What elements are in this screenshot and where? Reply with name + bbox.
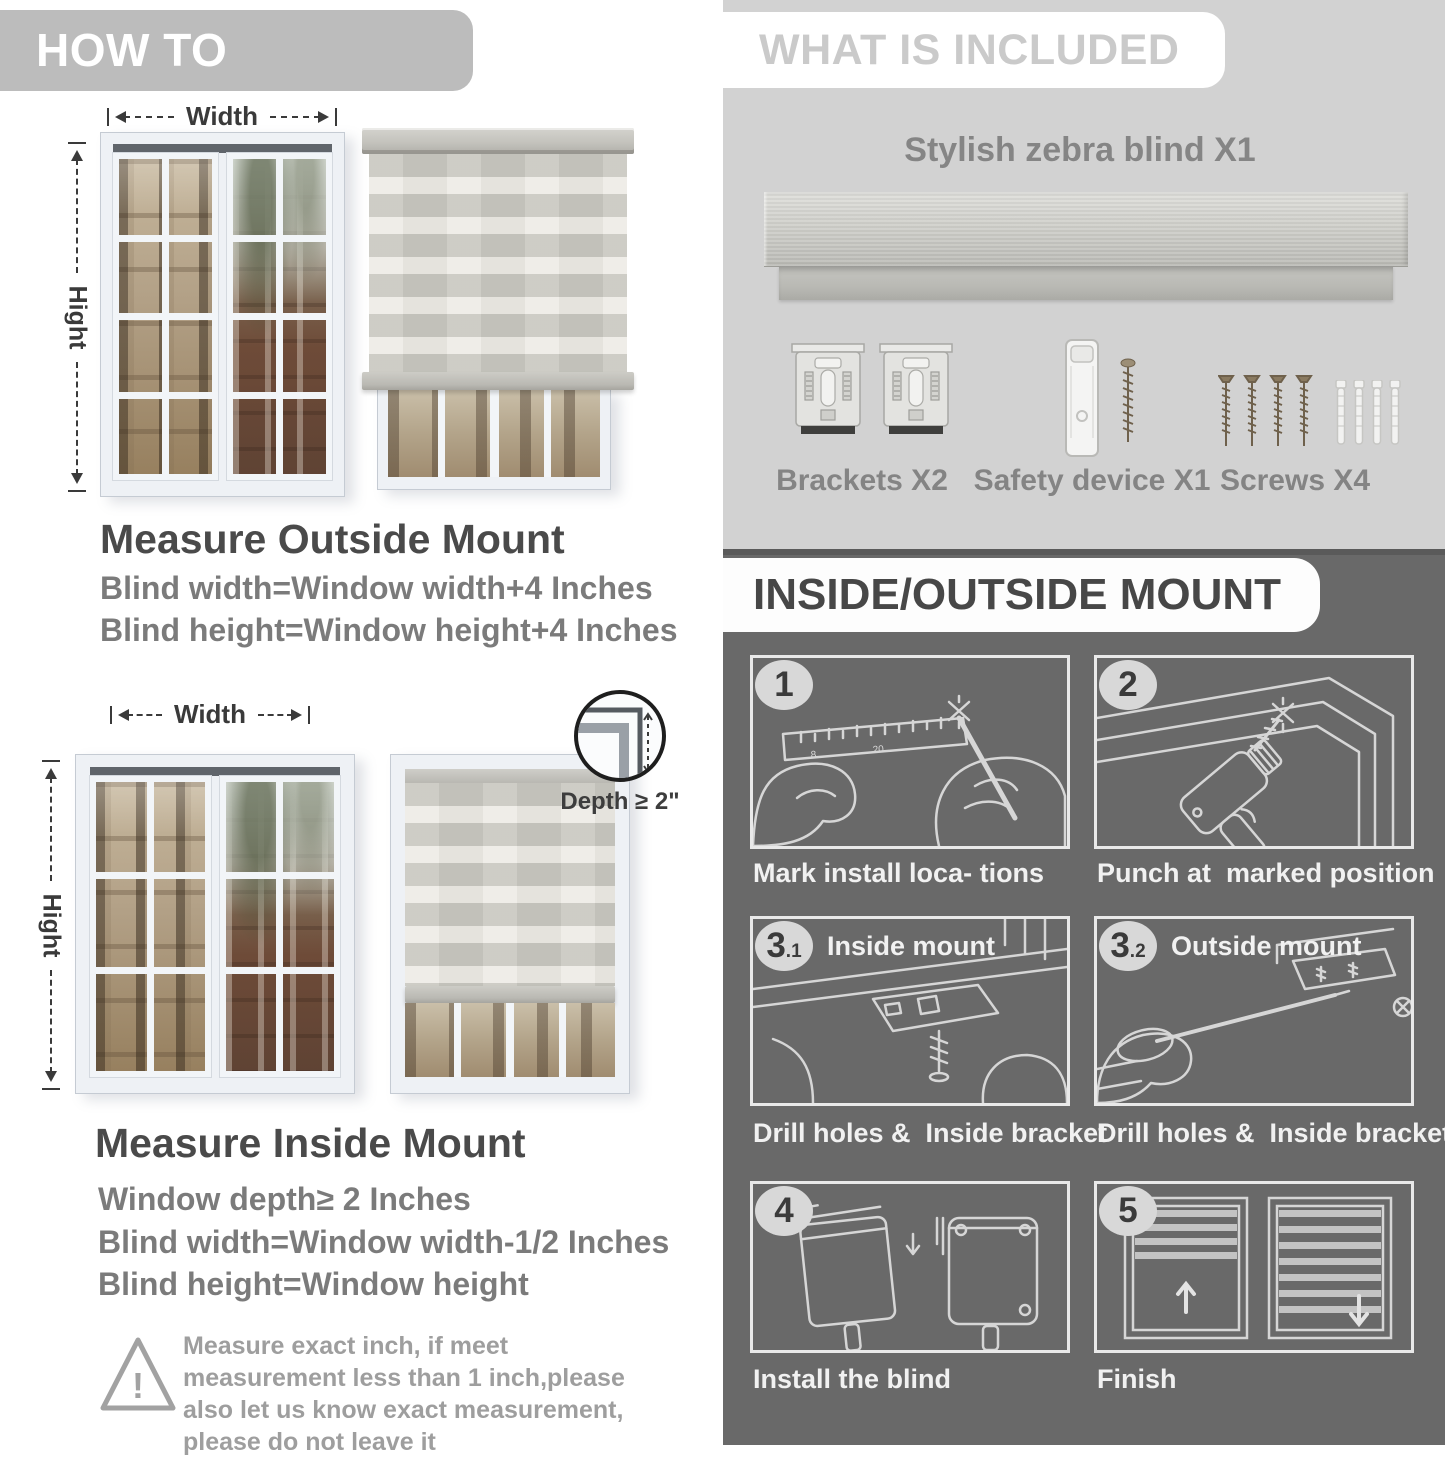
inside-formula-height: Blind height=Window height: [98, 1266, 529, 1302]
step-panel-2: 2: [1094, 655, 1414, 849]
how-to-measure-header: HOW TO MEASURE: [0, 10, 473, 157]
window-top-strip: [113, 144, 332, 153]
svg-text:!: !: [132, 1365, 144, 1406]
what-is-included-header: WHAT IS INCLUDED: [723, 12, 1225, 88]
width-arrow: Width: [107, 101, 337, 131]
blind-bottom-rail: [405, 986, 615, 1003]
safety-device-icon: [1065, 339, 1099, 457]
blind-headrail: [362, 128, 634, 154]
blind-fabric: [405, 783, 615, 986]
depth-magnifier: [574, 690, 666, 782]
step-caption-1: Mark install loca- tions: [753, 858, 1045, 888]
inside-formula-width: Blind width=Window width-1/2 Inches: [98, 1224, 670, 1260]
step-number-badge: 4: [755, 1186, 813, 1236]
window-photo: [75, 754, 355, 1094]
svg-text:8: 8: [810, 750, 817, 761]
step-panel-5: 5: [1094, 1181, 1414, 1353]
window-inside-mount: [390, 754, 630, 1094]
step-caption-3-1: Drill holes & Inside bracket: [753, 1118, 1108, 1148]
screws-icon: [1218, 375, 1313, 446]
outside-mount-panel-title: Outside mount: [1171, 931, 1362, 961]
zebra-blind-headrail-image: [764, 192, 1408, 266]
step-caption-4: Install the blind: [753, 1364, 952, 1394]
step-number-badge: 3.2: [1099, 921, 1157, 971]
step-panel-3-2: 3.2 Outside mount: [1094, 916, 1414, 1106]
step-number-badge: 1: [755, 660, 813, 710]
blind-cassette: [405, 769, 615, 783]
window-casement-right: [218, 775, 341, 1078]
depth-label: Depth ≥ 2": [560, 788, 680, 815]
screws-label: Screws X4: [1219, 464, 1371, 497]
drill-illustration: [1097, 676, 1395, 846]
window-casement-left: [89, 775, 212, 1078]
height-arrow: Hight: [38, 760, 66, 1090]
step-number-badge: 3.1: [755, 921, 813, 971]
step-number-badge: 5: [1099, 1186, 1157, 1236]
step-caption-2: Punch at marked position: [1097, 858, 1435, 888]
svg-text:20: 20: [872, 744, 884, 756]
zebra-blind-rail-strip: [779, 266, 1393, 300]
step-caption-3-2: Drill holes & Inside bracket: [1097, 1118, 1445, 1148]
height-arrow: Hight: [64, 142, 92, 492]
inside-mount-illustration: [753, 919, 1067, 1103]
outside-formula-height: Blind height=Window height+4 Inches: [100, 612, 678, 648]
window-casement-left: [112, 152, 219, 481]
warning-triangle-icon: !: [100, 1337, 176, 1411]
window-glass: [405, 1003, 615, 1077]
inside-mount-panel-title: Inside mount: [827, 931, 995, 961]
width-label: Width: [174, 698, 246, 729]
blind-fabric: [369, 154, 627, 372]
width-arrow: Width: [110, 699, 310, 729]
step-panel-4: 4: [750, 1181, 1070, 1353]
window-photo: [100, 132, 345, 497]
warning-text: Measure exact inch, if meet measurement …: [183, 1332, 625, 1456]
step-panel-1: 8 20 1: [750, 655, 1070, 849]
finish-illustration: [1123, 1196, 1393, 1340]
inside-formula-depth: Window depth≥ 2 Inches: [98, 1181, 471, 1217]
outside-mount-title: Measure Outside Mount: [100, 516, 565, 562]
screw-icon: [1120, 358, 1136, 442]
step-caption-5: Finish: [1097, 1364, 1177, 1394]
height-label: Hight: [63, 285, 92, 349]
brackets-label: Brackets X2: [776, 464, 948, 497]
bracket-icon: [791, 343, 865, 434]
inside-outside-mount-header: INSIDE/OUTSIDE MOUNT: [723, 558, 1320, 632]
anchors-icon: [1335, 380, 1401, 445]
window-casement-right: [226, 152, 333, 481]
width-label: Width: [186, 100, 258, 131]
inside-mount-title: Measure Inside Mount: [95, 1120, 526, 1166]
mark-locations-illustration: 8 20: [753, 694, 1067, 846]
outside-mount-illustration: [1097, 927, 1411, 1103]
safety-device-label: Safety device X1: [973, 464, 1211, 497]
bracket-icon: [879, 343, 953, 434]
blind-title: Stylish zebra blind X1: [904, 131, 1256, 169]
window-under-blind: [377, 389, 611, 490]
step-panel-3-1: 3.1 Inside mount: [750, 916, 1070, 1106]
blind-bottom-rail: [362, 372, 634, 390]
height-label: Hight: [37, 893, 66, 957]
step-number-badge: 2: [1099, 660, 1157, 710]
outside-formula-width: Blind width=Window width+4 Inches: [100, 570, 653, 606]
